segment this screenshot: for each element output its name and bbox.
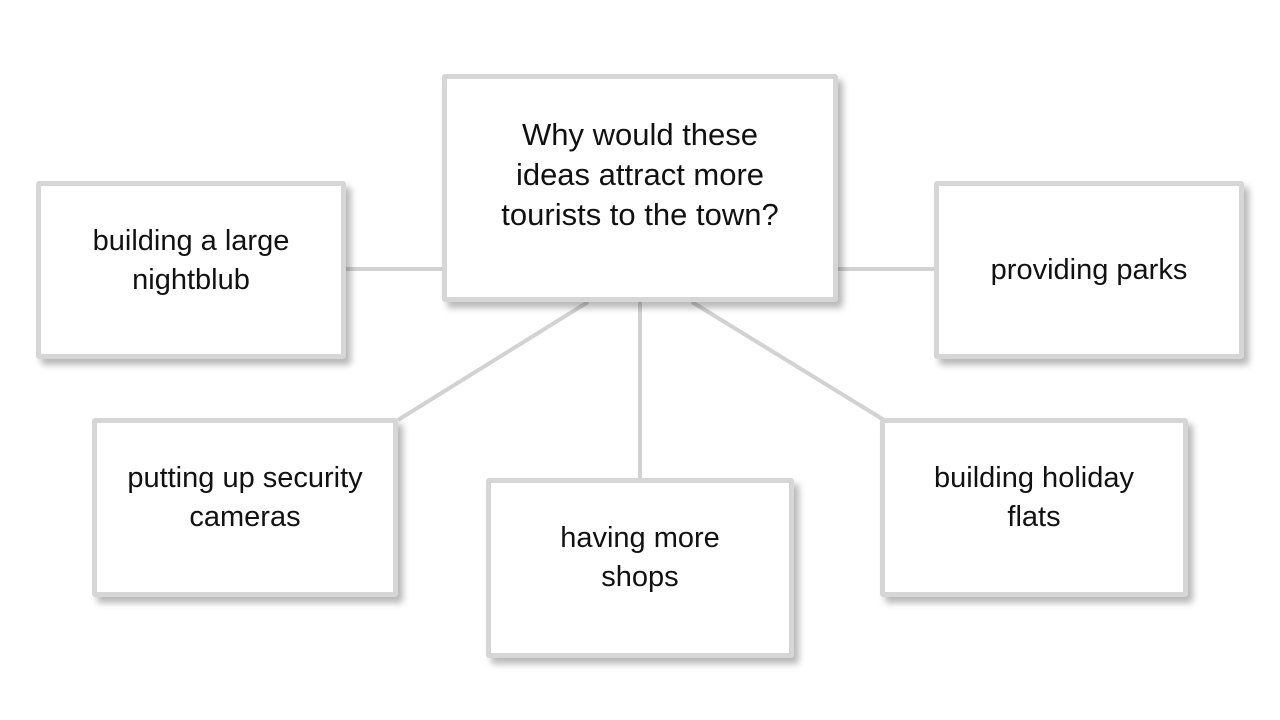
idea-text-nightclub: building a large nightblub bbox=[93, 222, 290, 300]
idea-nightclub-line-2: nightblub bbox=[132, 264, 250, 296]
idea-cameras-line-1: putting up security bbox=[127, 462, 363, 494]
central-question-box: Why would these ideas attract more touri… bbox=[442, 74, 838, 302]
idea-box-shops: having more shops bbox=[486, 478, 794, 658]
idea-cameras-line-2: cameras bbox=[189, 501, 301, 533]
idea-shops-line-1: having more bbox=[560, 522, 720, 554]
idea-text-security-cameras: putting up security cameras bbox=[127, 459, 362, 537]
connector-central-to-flats bbox=[690, 300, 886, 422]
idea-nightclub-line-1: building a large bbox=[92, 225, 290, 257]
idea-flats-line-2: flats bbox=[1007, 501, 1061, 533]
idea-box-parks: providing parks bbox=[934, 181, 1244, 359]
idea-text-parks: providing parks bbox=[991, 251, 1188, 290]
idea-flats-line-1: building holiday bbox=[934, 462, 1134, 494]
idea-box-security-cameras: putting up security cameras bbox=[92, 418, 398, 597]
central-question-line-1: Why would these bbox=[521, 117, 759, 152]
idea-box-nightclub: building a large nightblub bbox=[36, 181, 346, 359]
idea-shops-line-2: shops bbox=[601, 561, 679, 593]
central-question-text: Why would these ideas attract more touri… bbox=[501, 115, 778, 235]
idea-text-shops: having more shops bbox=[560, 519, 720, 597]
idea-parks-line-1: providing parks bbox=[990, 253, 1188, 286]
idea-box-holiday-flats: building holiday flats bbox=[880, 418, 1188, 597]
central-question-line-3: tourists to the town? bbox=[501, 197, 779, 232]
connector-central-to-cameras bbox=[396, 300, 590, 422]
idea-text-holiday-flats: building holiday flats bbox=[934, 459, 1134, 537]
central-question-line-2: ideas attract more bbox=[515, 157, 765, 192]
